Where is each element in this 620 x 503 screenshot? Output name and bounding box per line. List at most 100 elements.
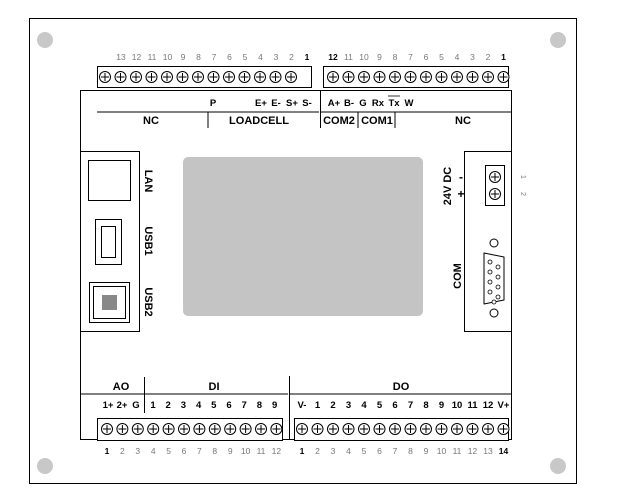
bottom-left-connector-body bbox=[97, 418, 283, 441]
top-left-pin-number-12: 2 bbox=[289, 52, 294, 62]
bottom-left-pin-number-5: 5 bbox=[166, 446, 171, 456]
bottom-right-screw-6 bbox=[373, 423, 386, 435]
top-left-pin-number-7: 7 bbox=[212, 52, 217, 62]
power-screw-2 bbox=[489, 188, 501, 200]
bottom-left-screw-4 bbox=[147, 423, 160, 435]
do-signal-6: 5 bbox=[377, 400, 383, 411]
top-right-pin-number-3: 10 bbox=[359, 52, 369, 62]
top-right-pin-number-2: 11 bbox=[344, 52, 353, 62]
power-pin-number-2: 2 bbox=[519, 192, 526, 196]
group-label-nc-left: NC bbox=[143, 115, 159, 127]
bottom-right-screw-10 bbox=[435, 423, 448, 435]
usb1-label: USB1 bbox=[142, 226, 154, 255]
power-label: 24V DC bbox=[442, 167, 454, 206]
bottom-right-pin-number-12: 12 bbox=[468, 446, 478, 456]
signal-label-rx: Rx bbox=[372, 98, 385, 109]
power-screw-1 bbox=[489, 171, 501, 183]
top-left-pin-number-2: 12 bbox=[132, 52, 142, 62]
top-right-pin-number-5: 8 bbox=[393, 52, 398, 62]
bottom-right-screw-12 bbox=[466, 423, 479, 435]
di-signal-1: 1 bbox=[150, 400, 156, 411]
group-label-nc-right: NC bbox=[455, 115, 471, 127]
do-signal-11: 10 bbox=[452, 400, 463, 411]
bottom-right-screw-14 bbox=[497, 423, 510, 435]
bottom-right-pin-number-11: 11 bbox=[453, 446, 462, 456]
do-signal-1: V- bbox=[298, 400, 307, 411]
usb2-label: USB2 bbox=[142, 287, 154, 316]
top-right-pin-number-10: 3 bbox=[470, 52, 475, 62]
bottom-right-pin-number-3: 3 bbox=[331, 446, 336, 456]
top-left-pin-number-10: 4 bbox=[258, 52, 263, 62]
di-signal-6: 6 bbox=[226, 400, 231, 411]
bottom-right-pin-number-1: 1 bbox=[300, 446, 305, 456]
bottom-right-pin-number-5: 5 bbox=[362, 446, 367, 456]
bottom-left-pin-number-12: 12 bbox=[272, 446, 282, 456]
top-left-pin-number-11: 3 bbox=[274, 52, 279, 62]
signal-label-e-minus: E- bbox=[271, 98, 281, 109]
bottom-right-pin-number-2: 2 bbox=[315, 446, 320, 456]
di-signal-3: 3 bbox=[181, 400, 186, 411]
bottom-left-screw-3 bbox=[131, 423, 144, 435]
top-left-pin-number-6: 8 bbox=[196, 52, 201, 62]
bottom-left-pin-number-10: 10 bbox=[241, 446, 251, 456]
top-left-screw-10 bbox=[238, 71, 251, 83]
top-right-pin-number-1: 12 bbox=[328, 52, 338, 62]
di-signal-7: 7 bbox=[242, 400, 247, 411]
lan-port bbox=[88, 160, 131, 201]
di-signal-8: 8 bbox=[257, 400, 262, 411]
bottom-left-screw-2 bbox=[116, 423, 129, 435]
bottom-right-pin-number-9: 9 bbox=[424, 446, 429, 456]
do-title: DO bbox=[393, 381, 410, 393]
signal-label-s-minus: S- bbox=[302, 98, 312, 109]
mount-hole-top-left bbox=[37, 32, 53, 48]
do-signal-14: V+ bbox=[498, 400, 510, 411]
top-left-screw-8 bbox=[207, 71, 220, 83]
bottom-right-screw-9 bbox=[420, 423, 432, 435]
mount-hole-top-right bbox=[550, 32, 566, 48]
top-left-screw-7 bbox=[192, 71, 204, 83]
bottom-right-pin-number-10: 10 bbox=[437, 446, 447, 456]
bottom-left-pin-number-1: 1 bbox=[105, 446, 110, 456]
signal-label-g: G bbox=[359, 98, 366, 109]
usb1-port-inner bbox=[101, 226, 116, 258]
di-signal-2: 2 bbox=[166, 400, 171, 411]
top-left-pin-number-4: 10 bbox=[163, 52, 173, 62]
top-left-screw-13 bbox=[285, 71, 297, 83]
bottom-right-screw-2 bbox=[311, 423, 324, 435]
do-signal-2: 1 bbox=[315, 400, 321, 411]
bottom-left-pin-number-6: 6 bbox=[182, 446, 187, 456]
top-right-pin-number-7: 6 bbox=[424, 52, 429, 62]
bottom-left-pin-number-9: 9 bbox=[228, 446, 233, 456]
top-left-screw-6 bbox=[176, 71, 189, 83]
power-minus-label: - bbox=[459, 170, 463, 184]
bottom-left-pin-number-2: 2 bbox=[120, 446, 125, 456]
top-right-screw-10 bbox=[466, 71, 479, 83]
top-right-screw-7 bbox=[420, 71, 432, 83]
top-right-screw-6 bbox=[404, 71, 417, 83]
ao-signal-2-plus: 2+ bbox=[117, 400, 128, 411]
signal-label-p: P bbox=[210, 98, 217, 109]
bottom-right-screw-8 bbox=[404, 423, 417, 435]
top-right-screw-1 bbox=[327, 71, 339, 83]
top-left-screw-11 bbox=[254, 71, 266, 83]
bottom-left-pin-number-11: 11 bbox=[257, 446, 266, 456]
top-right-screw-4 bbox=[373, 71, 386, 83]
bottom-right-pin-number-13: 13 bbox=[483, 446, 493, 456]
top-left-pin-number-8: 6 bbox=[227, 52, 232, 62]
do-signal-8: 7 bbox=[408, 400, 413, 411]
bottom-right-pin-number-4: 4 bbox=[346, 446, 351, 456]
top-left-pin-number-5: 9 bbox=[181, 52, 186, 62]
top-right-screw-2 bbox=[342, 71, 355, 83]
top-right-pin-number-8: 5 bbox=[439, 52, 444, 62]
top-right-screw-8 bbox=[435, 71, 448, 83]
top-right-screw-12 bbox=[497, 71, 510, 83]
bottom-left-pin-number-8: 8 bbox=[212, 446, 217, 456]
top-left-pin-number-3: 11 bbox=[148, 52, 157, 62]
bottom-left-screw-9 bbox=[224, 423, 237, 435]
top-right-screw-3 bbox=[358, 71, 370, 83]
bottom-left-screw-6 bbox=[178, 423, 190, 435]
bottom-left-screw-12 bbox=[270, 423, 283, 435]
mount-hole-bottom-right bbox=[550, 458, 566, 474]
top-left-screw-5 bbox=[161, 71, 173, 83]
